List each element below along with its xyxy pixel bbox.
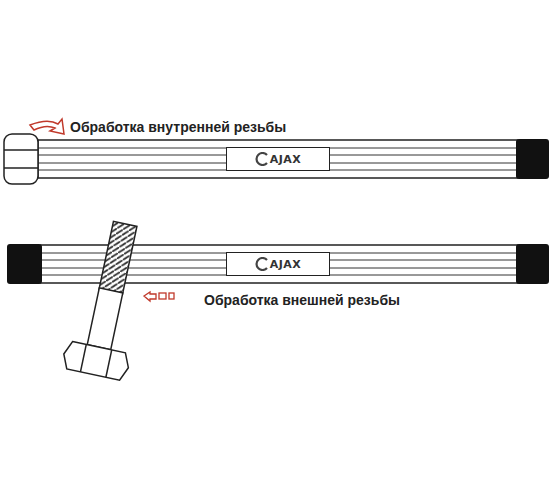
- thread-chaser-tool: [38, 139, 549, 179]
- brand-text: AJAX: [270, 153, 302, 166]
- caption-label: Обработка внешней резьбы: [202, 292, 402, 308]
- brand-text: AJAX: [270, 258, 302, 271]
- logo-mark: [255, 152, 269, 166]
- caption-label: Обработка внутренней резьбы: [68, 119, 288, 135]
- brand-plate: AJAX: [226, 252, 330, 276]
- logo-mark: [255, 257, 269, 271]
- bolt: [61, 217, 158, 381]
- brand-plate: AJAX: [226, 147, 330, 171]
- direction-arrow: [144, 292, 174, 301]
- direction-arrow: [30, 119, 64, 134]
- thread-chaser-tool: [7, 244, 549, 284]
- hex-nut: [4, 134, 38, 184]
